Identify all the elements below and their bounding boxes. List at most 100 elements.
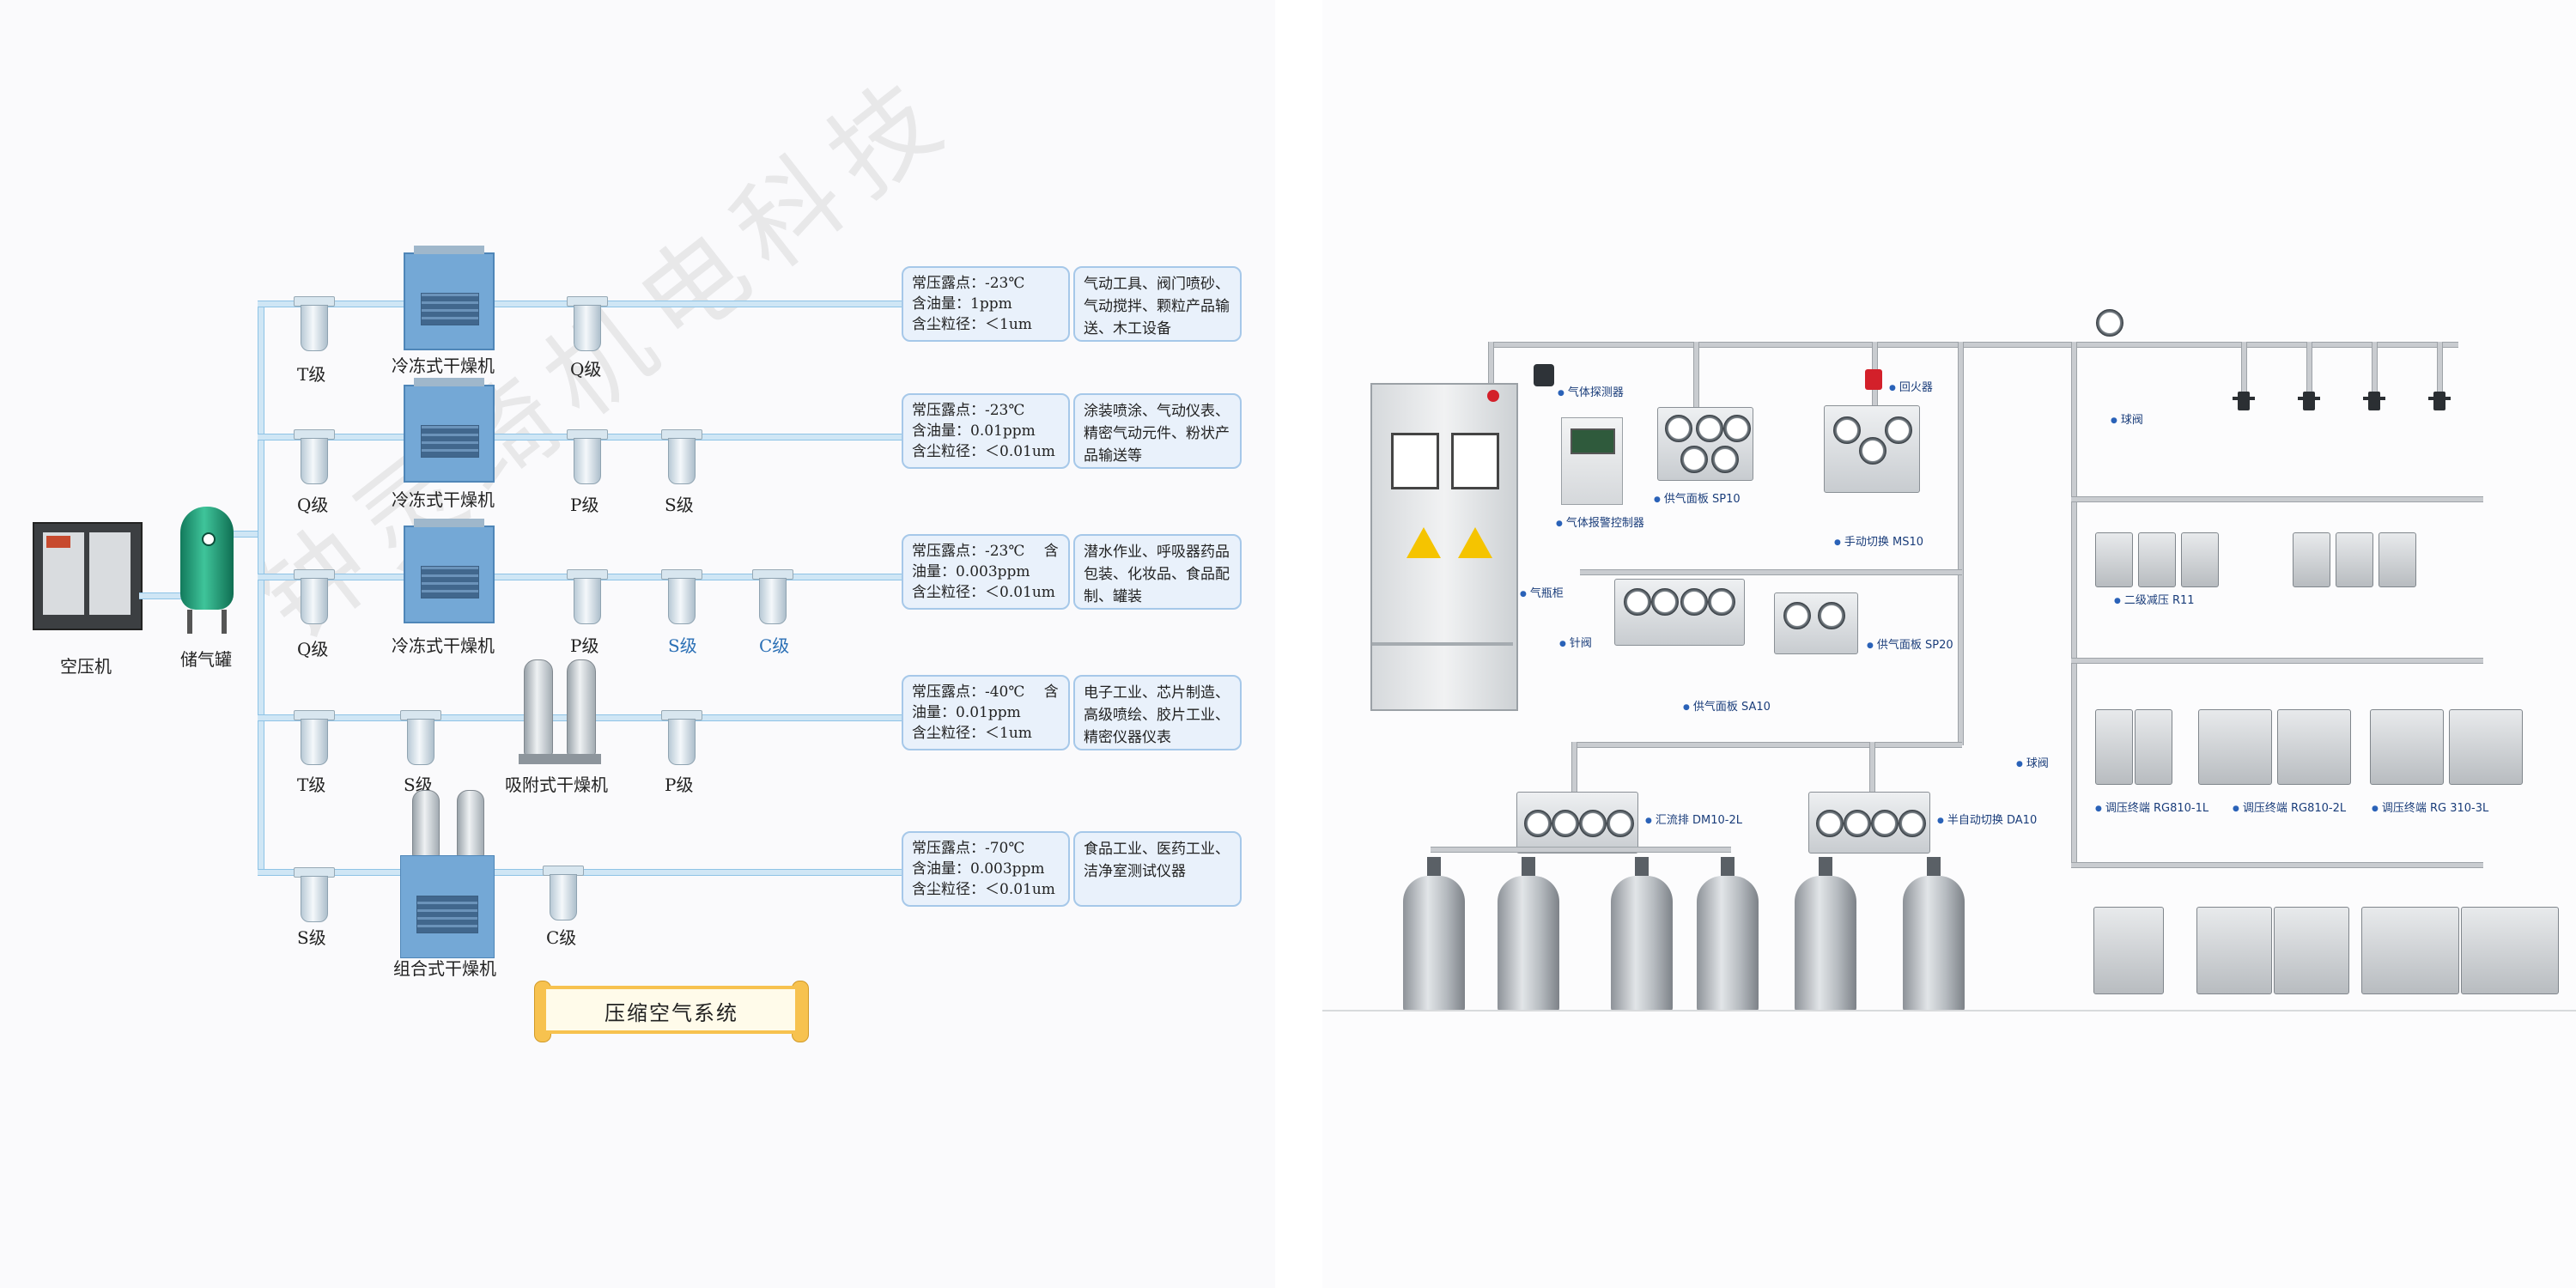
alarm-lamp-icon <box>1487 390 1499 402</box>
regulator-terminal <box>2274 907 2349 994</box>
application-box: 涂装喷涂、气动仪表、精密气动元件、粉状产品输送等 <box>1073 393 1242 469</box>
refrigerated-dryer <box>404 519 495 623</box>
filter-label: S级 <box>297 927 326 948</box>
label-panel-sp10: 供气面板 SP10 <box>1654 489 1741 506</box>
filter-q <box>294 429 335 489</box>
label-manifold-dm10: 汇流排 DM10-2L <box>1645 811 1742 827</box>
filter-p <box>567 569 608 629</box>
terminal-rg810-1l <box>2135 709 2172 785</box>
application-box: 食品工业、医药工业、洁净室测试仪器 <box>1073 831 1242 907</box>
filter-label: Q级 <box>297 495 329 515</box>
terminal-rg810-1l <box>2095 709 2133 785</box>
terminal-rg310-3l <box>2370 709 2444 785</box>
gas-cylinder-cabinet <box>1370 383 1518 711</box>
manifold-dm10 <box>1516 792 1638 854</box>
regulator-r11 <box>2379 532 2416 587</box>
regulator-r11 <box>2293 532 2330 587</box>
gas-cylinder <box>1403 857 1465 1012</box>
filter-label: C级 <box>546 927 577 948</box>
title-banner: 压缩空气系统 <box>534 981 809 1042</box>
filter-t <box>294 296 335 356</box>
filter-label: S级 <box>665 495 694 515</box>
main-header-pipe <box>1488 342 2458 348</box>
gas-cylinder <box>1611 857 1673 1012</box>
air-compressor <box>33 522 143 630</box>
alarm-controller <box>1561 417 1623 505</box>
label-flashback: 回火器 <box>1889 378 1933 394</box>
gas-detector <box>1534 364 1554 386</box>
refrigerated-dryer <box>404 378 495 483</box>
label-secondary-r11: 二级减压 R11 <box>2114 591 2195 607</box>
regulator-terminal <box>2461 907 2559 994</box>
filter-q <box>294 569 335 629</box>
regulator-r11 <box>2095 532 2133 587</box>
filter-label: P级 <box>665 775 694 795</box>
terminal-rg810-2l <box>2198 709 2272 785</box>
floor-line <box>1322 1010 2576 1012</box>
supply-panel-sp20 <box>1774 592 1858 654</box>
filter-c <box>752 569 793 629</box>
distribution-riser <box>2071 342 2077 866</box>
ball-valve-icon <box>2428 392 2451 410</box>
gas-cylinder <box>1903 857 1965 1012</box>
main-manifold-pipe <box>258 302 264 872</box>
label-terminal-3l: 调压终端 RG 310-3L <box>2372 799 2488 815</box>
filter-label: C级 <box>759 635 790 656</box>
label-ball-valve-top: 球阀 <box>2111 410 2143 427</box>
application-box: 气动工具、阀门喷砂、气动搅拌、颗粒产品输送、木工设备 <box>1073 266 1242 342</box>
terminal-rg310-3l <box>2449 709 2523 785</box>
filter-s <box>661 569 702 629</box>
label-needle-valve-a: 针阀 <box>1559 634 1592 650</box>
gas-cylinder <box>1795 857 1856 1012</box>
filter-p <box>661 710 702 770</box>
air-tank <box>180 507 234 635</box>
label-detector: 气体探测器 <box>1558 383 1624 399</box>
main-pressure-gauge <box>2096 309 2123 337</box>
application-box: 电子工业、芯片制造、高级喷绘、胶片工业、精密仪器仪表 <box>1073 675 1242 750</box>
filter-label: P级 <box>570 635 599 656</box>
regulator-r11 <box>2336 532 2373 587</box>
supply-panel-sp10 <box>1657 407 1753 481</box>
gas-supply-diagram: 气瓶柜 气体探测器 气体报警控制器 供气面板 SP10 回火器 手动切换 MS1… <box>1322 0 2576 1288</box>
regulator-terminal <box>2361 907 2459 994</box>
manual-changeover-ms10 <box>1824 405 1920 493</box>
label-panel-sp20: 供气面板 SP20 <box>1867 635 1953 652</box>
dryer-label: 冷冻式干燥机 <box>392 355 495 376</box>
filter-label: T级 <box>297 775 326 795</box>
title-text: 压缩空气系统 <box>605 1001 738 1025</box>
hazard-sign-icon <box>1458 527 1492 558</box>
label-gas-cabinet: 气瓶柜 <box>1520 584 1564 600</box>
hazard-sign-icon <box>1406 527 1441 558</box>
combined-dryer <box>400 790 495 958</box>
filter-t <box>294 710 335 770</box>
tank-label: 储气罐 <box>180 649 232 670</box>
ball-valve-icon <box>2298 392 2320 410</box>
gas-cylinder <box>1697 857 1759 1012</box>
label-semi-auto-da10: 半自动切换 DA10 <box>1937 811 2037 827</box>
regulator-terminal <box>2196 907 2272 994</box>
supply-panel-sa10 <box>1614 579 1745 646</box>
flashback-arrestor <box>1865 369 1882 390</box>
trunk-pipe <box>1958 342 1964 745</box>
gas-cylinder <box>1498 857 1559 1012</box>
ball-valve-icon <box>2363 392 2385 410</box>
semi-auto-da10 <box>1808 792 1930 854</box>
filter-q <box>567 296 608 356</box>
label-panel-sa10: 供气面板 SA10 <box>1683 697 1771 714</box>
label-ball-valve-mid: 球阀 <box>2016 754 2049 770</box>
filter-s <box>400 710 441 770</box>
filter-s <box>661 429 702 489</box>
label-terminal-1l: 调压终端 RG810-1L <box>2095 799 2208 815</box>
filter-c <box>543 866 584 926</box>
label-manual-ms10: 手动切换 MS10 <box>1834 532 1923 549</box>
regulator-terminal <box>2093 907 2164 994</box>
desiccant-dryer <box>519 659 601 766</box>
compressor-label: 空压机 <box>60 656 112 677</box>
filter-label: S级 <box>668 635 697 656</box>
regulator-r11 <box>2181 532 2219 587</box>
